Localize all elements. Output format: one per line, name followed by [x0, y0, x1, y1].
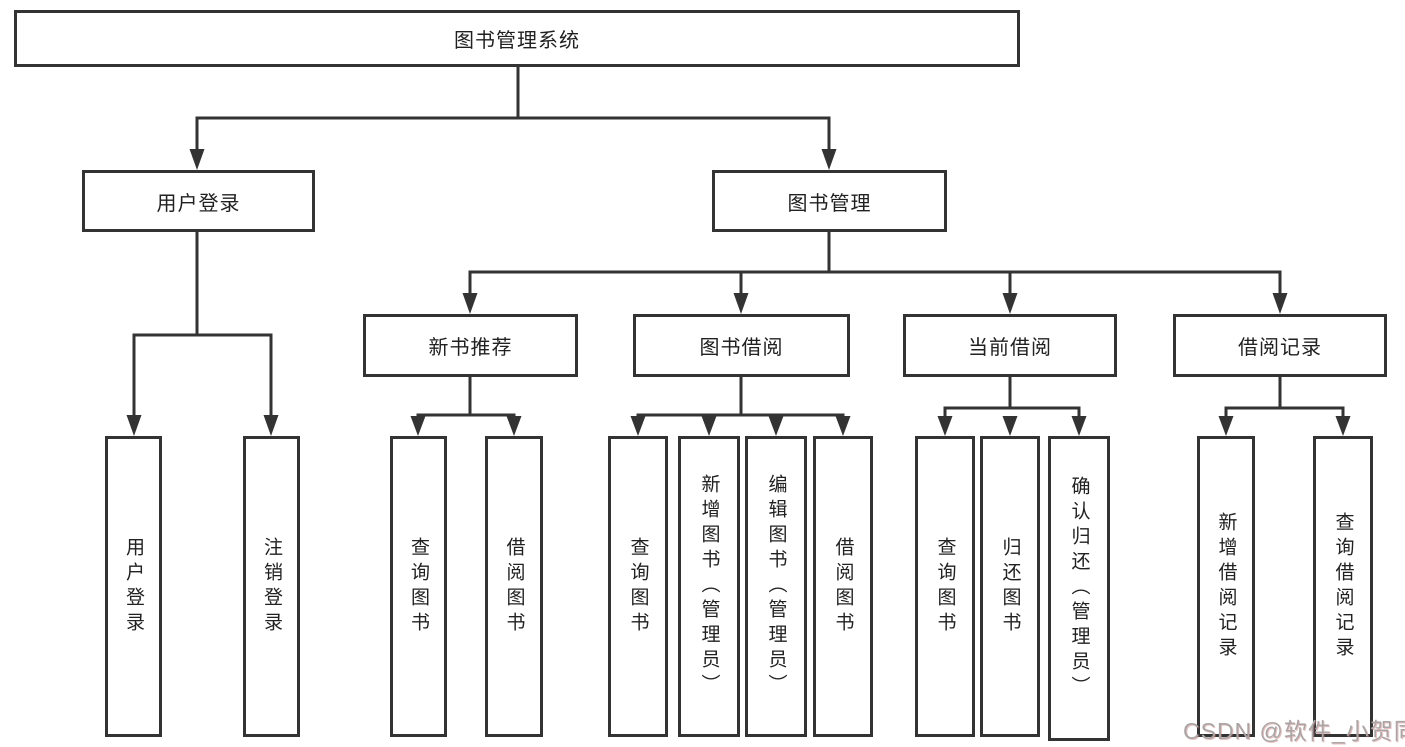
leaf-return-books: 归还图书 [980, 436, 1040, 737]
node-user-login: 用户登录 [82, 170, 315, 232]
leaf-confirm-return-admin: 确认归还（管理员） [1048, 436, 1110, 741]
leaf-query-books-borrowing: 查询图书 [608, 436, 668, 737]
node-current-borrowing: 当前借阅 [903, 314, 1117, 377]
node-root: 图书管理系统 [14, 10, 1020, 67]
node-root-label: 图书管理系统 [454, 30, 580, 52]
leaf-return-books-label: 归还图书 [999, 536, 1021, 637]
node-book-management: 图书管理 [712, 170, 947, 232]
leaf-user-login-label: 用户登录 [123, 536, 144, 637]
leaf-query-books-recommend: 查询图书 [390, 436, 447, 737]
leaf-query-books-recommend-label: 查询图书 [408, 536, 429, 637]
leaf-query-borrow-record: 查询借阅记录 [1313, 436, 1373, 737]
leaf-user-login: 用户登录 [105, 436, 162, 737]
node-borrowing-records: 借阅记录 [1173, 314, 1387, 377]
leaf-borrow-books-borrowing-label: 借阅图书 [832, 536, 854, 637]
leaf-add-borrow-record-label: 新增借阅记录 [1215, 511, 1237, 662]
node-book-borrowing: 图书借阅 [633, 314, 850, 377]
node-borrowing-records-label: 借阅记录 [1238, 337, 1322, 359]
leaf-confirm-return-admin-label: 确认归还（管理员） [1068, 476, 1090, 701]
node-book-management-label: 图书管理 [787, 192, 872, 215]
leaf-add-book-admin-label: 新增图书（管理员） [698, 474, 720, 699]
leaf-query-books-current-label: 查询图书 [934, 536, 956, 637]
leaf-logout: 注销登录 [243, 436, 300, 737]
node-new-book-recommendation: 新书推荐 [363, 314, 578, 377]
leaf-edit-book-admin-label: 编辑图书（管理员） [765, 474, 787, 699]
node-current-borrowing-label: 当前借阅 [968, 337, 1052, 359]
node-book-borrowing-label: 图书借阅 [699, 337, 784, 359]
leaf-query-books-current: 查询图书 [915, 436, 975, 737]
leaf-query-borrow-record-label: 查询借阅记录 [1332, 511, 1354, 662]
node-user-login-label: 用户登录 [156, 192, 241, 215]
leaf-query-books-borrowing-label: 查询图书 [627, 536, 649, 637]
leaf-edit-book-admin: 编辑图书（管理员） [745, 436, 807, 737]
leaf-borrow-books-borrowing: 借阅图书 [813, 436, 873, 737]
watermark-text: CSDN @软件_小贺同学 [1183, 718, 1405, 744]
leaf-borrow-books-recommend: 借阅图书 [485, 436, 543, 737]
leaf-add-borrow-record: 新增借阅记录 [1197, 436, 1255, 737]
node-new-book-recommendation-label: 新书推荐 [428, 337, 513, 359]
leaf-borrow-books-recommend-label: 借阅图书 [503, 536, 525, 637]
watermark: CSDN @软件_小贺同学 [1183, 712, 1405, 746]
leaf-logout-label: 注销登录 [261, 536, 282, 637]
leaf-add-book-admin: 新增图书（管理员） [678, 436, 740, 737]
